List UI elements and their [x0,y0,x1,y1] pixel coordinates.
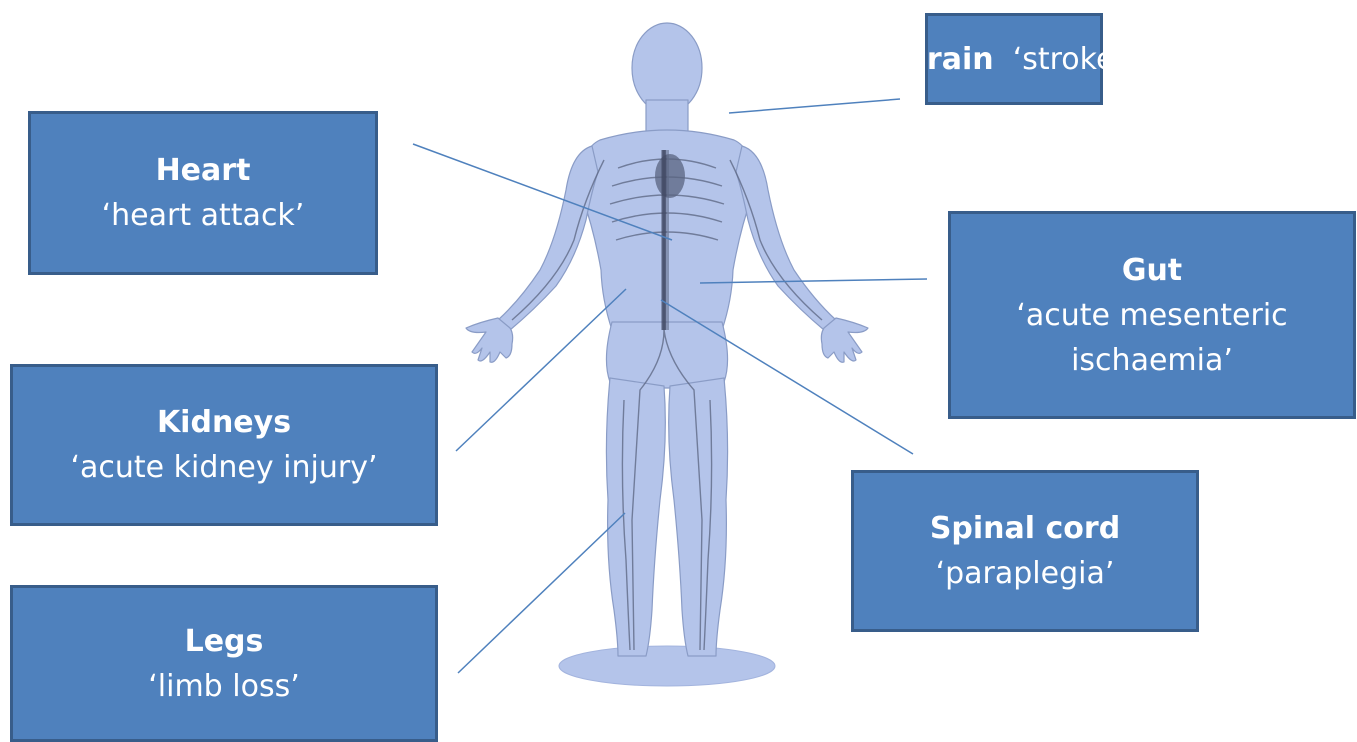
legs-condition-label: ‘limb loss’ [148,664,300,709]
gut-condition-line1: ‘acute mesenteric [1016,293,1287,338]
legs-organ-label: Legs [185,619,264,664]
heart-organ-label: Heart [156,148,251,193]
brain-organ-label: Brain [904,42,994,77]
gut-organ-label: Gut [1122,248,1182,293]
spinal-cord-organ-label: Spinal cord [930,506,1120,551]
brain-label-line: Brain ‘stroke’ [904,37,1124,82]
heart-organ [655,154,685,198]
kidneys-organ-label: Kidneys [157,400,291,445]
leader-line-kidneys [456,289,626,451]
kidneys-condition-label: ‘acute kidney injury’ [70,445,377,490]
pedestal-base [559,646,775,686]
leader-line-gut [700,279,927,283]
heart-condition-label: ‘heart attack’ [102,193,305,238]
brain-label-box: Brain ‘stroke’ [925,13,1103,105]
heart-label-box: Heart ‘heart attack’ [28,111,378,275]
legs-label-box: Legs ‘limb loss’ [10,585,438,742]
spinal-cord-condition-label: ‘paraplegia’ [936,551,1115,596]
leader-line-legs [458,513,625,673]
kidneys-label-box: Kidneys ‘acute kidney injury’ [10,364,438,526]
leader-line-brain [729,99,900,113]
gut-label-box: Gut ‘acute mesenteric ischaemia’ [948,211,1356,419]
body-silhouette [466,23,868,656]
spinal-cord-label-box: Spinal cord ‘paraplegia’ [851,470,1199,632]
brain-condition-label: ‘stroke’ [1013,42,1124,77]
gut-condition-line2: ischaemia’ [1071,338,1233,383]
